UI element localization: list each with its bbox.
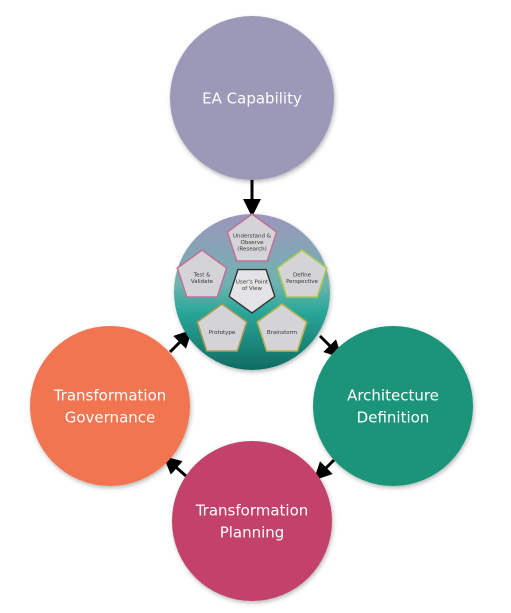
node-gov-label-line: Governance xyxy=(65,408,156,426)
pentagon-test-label: Test &Validate xyxy=(191,273,214,286)
pentagon-test-label-line: Test & xyxy=(193,273,212,279)
pentagon-test-label-line: Validate xyxy=(191,279,214,285)
node-gov-label-line: Transformation xyxy=(53,386,167,404)
node-ea-label: EA Capability xyxy=(202,89,302,107)
pentagon-brainstorm: Brainstorm xyxy=(256,303,308,352)
pentagon-center-label-line: User's Point xyxy=(236,280,269,286)
pentagon-prototype-label: Prototype xyxy=(209,330,236,336)
node-ea-label-line: EA Capability xyxy=(202,89,302,107)
arrow-gov-hub xyxy=(168,329,193,354)
pentagon-understand-label: Understand &Observe(Research) xyxy=(233,233,272,252)
node-ea: EA Capability xyxy=(170,16,334,180)
pentagon-define-label-line: Perspective xyxy=(286,279,318,285)
pentagon-define-label-line: Define xyxy=(293,273,312,279)
arrow-plan-gov xyxy=(163,456,187,478)
pentagon-prototype: Prototype xyxy=(196,303,248,352)
pentagon-test: Test &Validate xyxy=(176,249,228,298)
pentagon-understand-label-line: Understand & xyxy=(233,233,272,239)
pentagon-understand-shape xyxy=(226,213,278,262)
node-plan-label-line: Transformation xyxy=(195,501,309,519)
pentagon-understand: Understand &Observe(Research) xyxy=(226,213,278,262)
pentagon-understand-label-line: Observe xyxy=(241,240,265,246)
arrow-hub-arch xyxy=(318,334,343,359)
node-arch-circle xyxy=(313,326,473,486)
arrow-arch-plan xyxy=(313,458,336,481)
pentagon-prototype-label-line: Prototype xyxy=(209,330,236,336)
node-arch-label-line: Architecture xyxy=(347,386,439,404)
node-arch-label-line: Definition xyxy=(357,408,430,426)
pentagon-center-label-line: of View xyxy=(242,286,263,292)
node-plan-circle xyxy=(172,441,332,601)
node-ea-circle xyxy=(170,16,334,180)
pentagon-test-shape xyxy=(176,249,228,298)
pentagon-prototype-shape xyxy=(196,303,248,352)
pentagon-define-shape xyxy=(276,249,328,298)
node-plan-label-line: Planning xyxy=(220,523,285,541)
pentagon-center-shape xyxy=(228,268,276,314)
arrows xyxy=(163,178,343,481)
node-gov-circle xyxy=(30,326,190,486)
pentagon-brainstorm-label: Brainstorm xyxy=(267,330,297,336)
pentagon-understand-label-line: (Research) xyxy=(237,246,267,252)
pentagon-brainstorm-shape xyxy=(256,303,308,352)
pentagon-brainstorm-label-line: Brainstorm xyxy=(267,330,297,336)
